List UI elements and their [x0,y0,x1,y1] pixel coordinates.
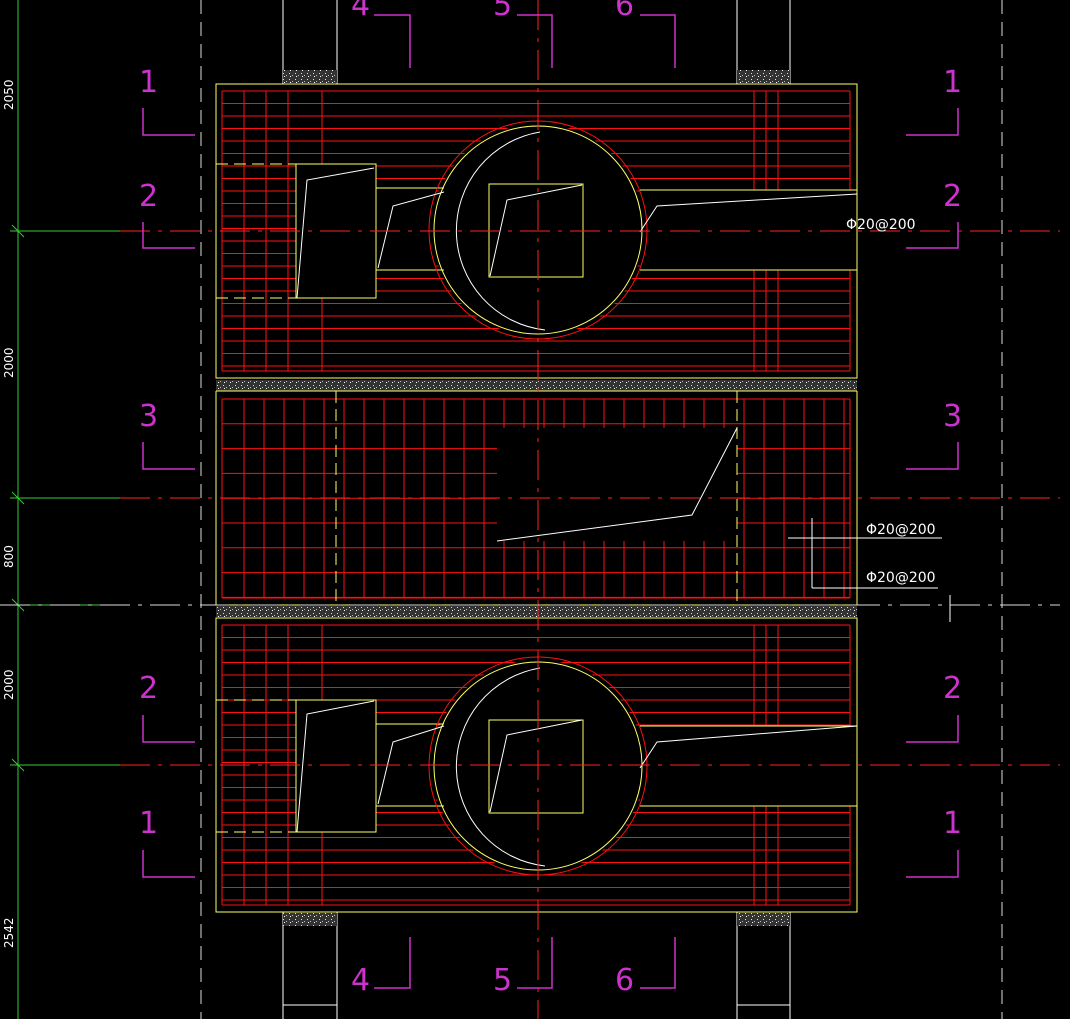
wall-lines [282,0,951,1019]
rebar-label-middle-2: Φ20@200 [866,570,936,586]
section-mark-2-bottom-left: 2 [139,671,158,706]
section-mark-1-top-right: 1 [943,65,962,100]
section-mark-5-top: 5 [493,0,512,23]
section-mark-3-right: 3 [943,399,962,434]
dimension-line [10,0,120,1019]
axis-lines [120,0,1060,1019]
dimension-2000-upper: 2000 [2,347,16,378]
dimension-800: 800 [2,545,16,568]
section-mark-1-bottom-left: 1 [139,806,158,841]
section-mark-2-top-right: 2 [943,179,962,214]
section-mark-2-bottom-right: 2 [943,671,962,706]
section-mark-5-bottom: 5 [493,963,512,998]
rebar-leaders [788,518,942,589]
break-lines [296,131,858,867]
dimension-2542: 2542 [2,917,16,948]
section-mark-2-top-left: 2 [139,179,158,214]
joint-bands [216,70,857,926]
dimension-2050: 2050 [2,79,16,110]
section-mark-6-top: 6 [615,0,634,23]
section-marks [142,14,959,989]
section-mark-6-bottom: 6 [615,963,634,998]
rebar-label-middle-1: Φ20@200 [866,522,936,538]
reference-dashed-lines [200,0,1003,1019]
section-mark-4-top: 4 [351,0,370,23]
section-mark-3-left: 3 [139,399,158,434]
section-mark-1-bottom-right: 1 [943,806,962,841]
dimension-2000-lower: 2000 [2,669,16,700]
rebar-label-upper: Φ20@200 [846,217,916,233]
section-mark-4-bottom: 4 [351,963,370,998]
section-mark-1-top-left: 1 [139,65,158,100]
